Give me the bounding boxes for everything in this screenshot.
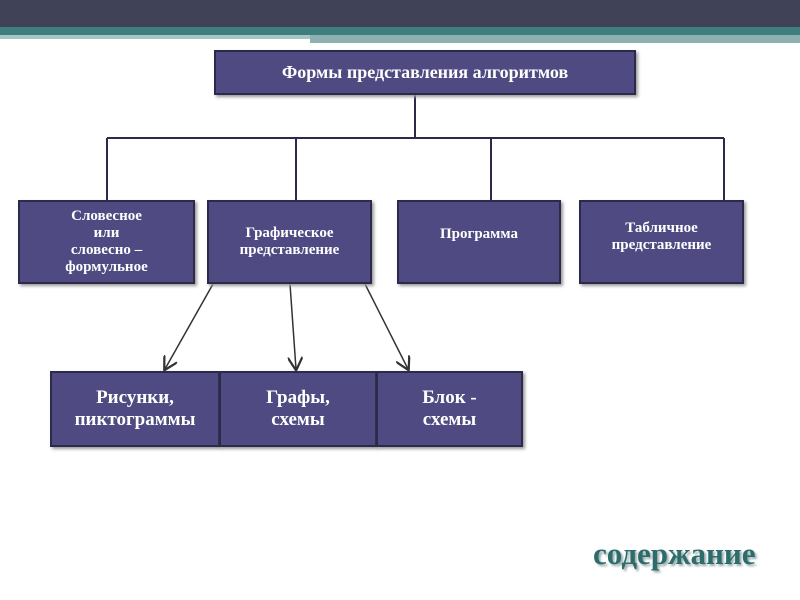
arrow xyxy=(165,283,214,369)
header-band xyxy=(0,0,800,27)
node-table: Табличное представление xyxy=(579,200,744,284)
accent-stripe-right xyxy=(310,35,800,43)
node-verbal: Словесное или словесно – формульное xyxy=(18,200,195,284)
arrow xyxy=(290,283,296,369)
node-graphs: Графы, схемы xyxy=(219,371,377,447)
node-graphical: Графическое представление xyxy=(207,200,372,284)
accent-band xyxy=(0,27,800,35)
node-program: Программа xyxy=(397,200,561,284)
accent-stripe xyxy=(0,35,310,39)
contents-link[interactable]: содержание xyxy=(593,536,756,571)
arrow xyxy=(364,283,408,369)
node-pictures: Рисунки, пиктограммы xyxy=(50,371,220,447)
root-node: Формы представления алгоритмов xyxy=(214,50,636,95)
node-flowcharts: Блок - схемы xyxy=(376,371,523,447)
